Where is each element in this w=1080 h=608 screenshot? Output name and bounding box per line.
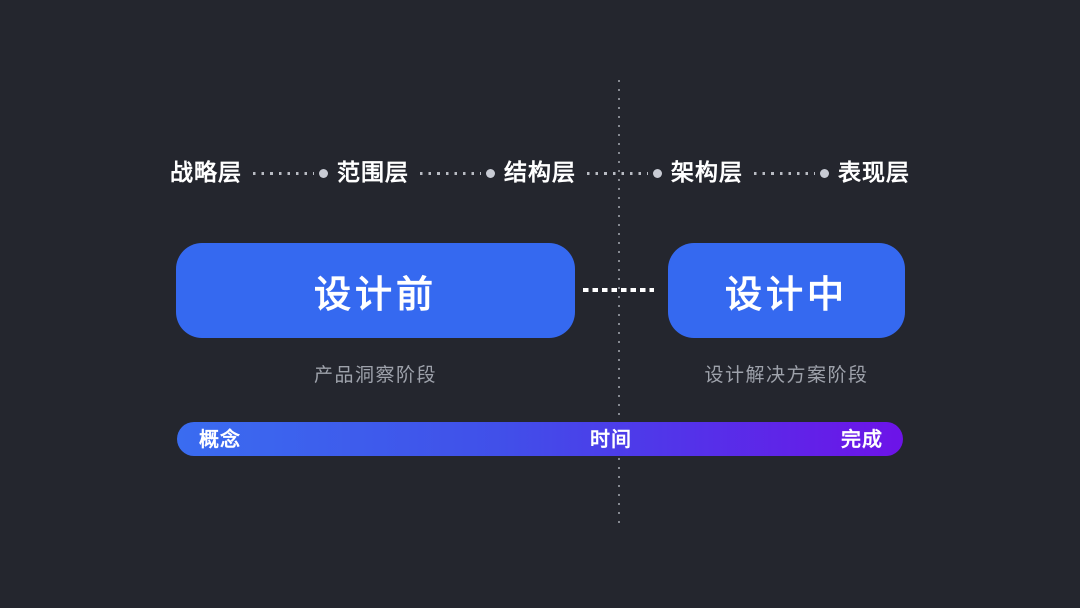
bullet-dot-icon [653, 168, 662, 178]
phase-connector-dashed-line [583, 288, 654, 292]
phase-title-in-design: 设计中 [725, 272, 848, 316]
phase-title-before-design: 设计前 [314, 272, 437, 316]
phase-box-in-design: 设计中 [668, 243, 905, 338]
layer-label-surface: 表现层 [838, 160, 910, 186]
layer-label-scope: 范围层 [337, 160, 409, 186]
layer-label-strategy: 战略层 [170, 160, 242, 186]
dotted-line [754, 171, 815, 175]
timeline-gradient-bar: 概念 时间 完成 [177, 422, 903, 456]
timeline-start-label: 概念 [199, 427, 241, 451]
timeline-axis-label: 时间 [590, 427, 632, 451]
dotted-line [420, 171, 481, 175]
phase-box-before-design: 设计前 [176, 243, 575, 338]
dotted-connector [253, 168, 328, 178]
bullet-dot-icon [820, 168, 829, 178]
timeline-end-label: 完成 [841, 427, 883, 451]
phase-subtitle-product-insight: 产品洞察阶段 [313, 364, 437, 386]
ux-layers-row: 战略层 范围层 结构层 架构层 表现层 [170, 155, 910, 191]
layer-label-structure: 结构层 [504, 160, 576, 186]
dotted-line [587, 171, 648, 175]
center-divider-dotted-line [618, 80, 620, 528]
bullet-dot-icon [319, 168, 328, 178]
dotted-connector [754, 168, 829, 178]
phase-subtitle-design-solution: 设计解决方案阶段 [704, 364, 869, 386]
dotted-line [253, 171, 314, 175]
layer-label-skeleton: 架构层 [671, 160, 743, 186]
dotted-connector [587, 168, 662, 178]
bullet-dot-icon [486, 168, 495, 178]
dotted-connector [420, 168, 495, 178]
